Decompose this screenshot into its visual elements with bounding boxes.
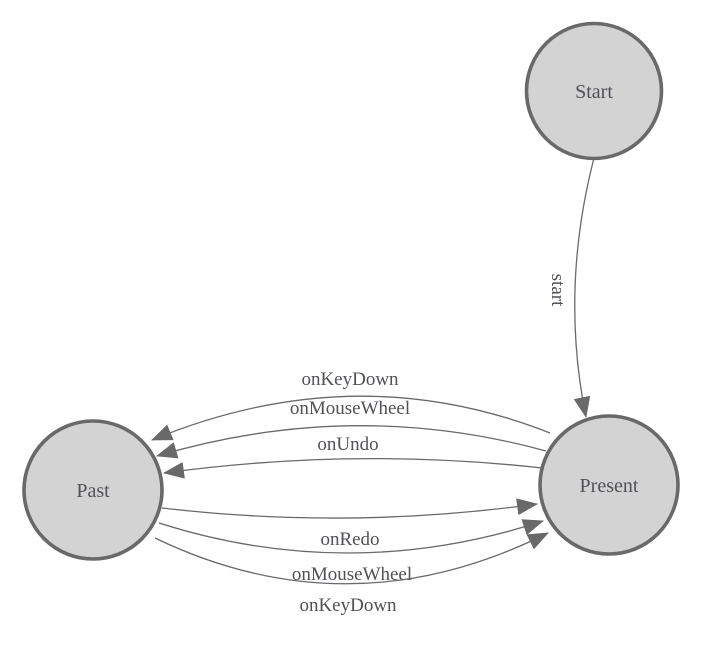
node-present[interactable]: Present [538, 414, 680, 556]
node-past-label: Past [76, 480, 110, 502]
node-start-circle[interactable] [524, 21, 664, 161]
edge-line-onkeydown-top [151, 395, 551, 441]
node-past-circle[interactable] [22, 419, 164, 561]
edge-present-to-past-onmousewheel: onMouseWheel [155, 398, 547, 459]
edge-line-onundo [162, 457, 543, 479]
edge-label-start: start [547, 274, 568, 307]
edge-line-onredo [161, 498, 539, 519]
edge-line-onmousewheel-top [155, 425, 547, 459]
edge-label-onundo: onUndo [317, 434, 378, 455]
edge-past-to-present-onkeydown: onKeyDown [154, 532, 549, 616]
node-start[interactable]: Start [524, 21, 664, 161]
edge-label-onkeydown-bottom: onKeyDown [299, 595, 397, 616]
node-start-label: Start [575, 81, 613, 103]
edge-line-onkeydown-bottom [154, 532, 549, 585]
edge-past-to-present-onmousewheel: onMouseWheel [158, 519, 544, 585]
edge-past-to-present-onredo: onRedo [161, 498, 539, 550]
node-present-circle[interactable] [538, 414, 680, 556]
node-past[interactable]: Past [22, 419, 164, 561]
edge-label-onmousewheel-bottom: onMouseWheel [292, 564, 412, 585]
edge-present-to-past-onundo: onUndo [162, 434, 543, 479]
edge-label-onmousewheel-top: onMouseWheel [290, 398, 410, 419]
edge-start-to-present: start [547, 157, 595, 419]
edge-label-onredo: onRedo [320, 529, 379, 550]
edge-line-start [573, 157, 595, 419]
edge-label-onkeydown-top: onKeyDown [301, 369, 399, 390]
node-present-label: Present [580, 475, 639, 497]
edge-line-onmousewheel-bottom [158, 519, 544, 554]
edge-present-to-past-onkeydown: onKeyDown [151, 369, 551, 441]
